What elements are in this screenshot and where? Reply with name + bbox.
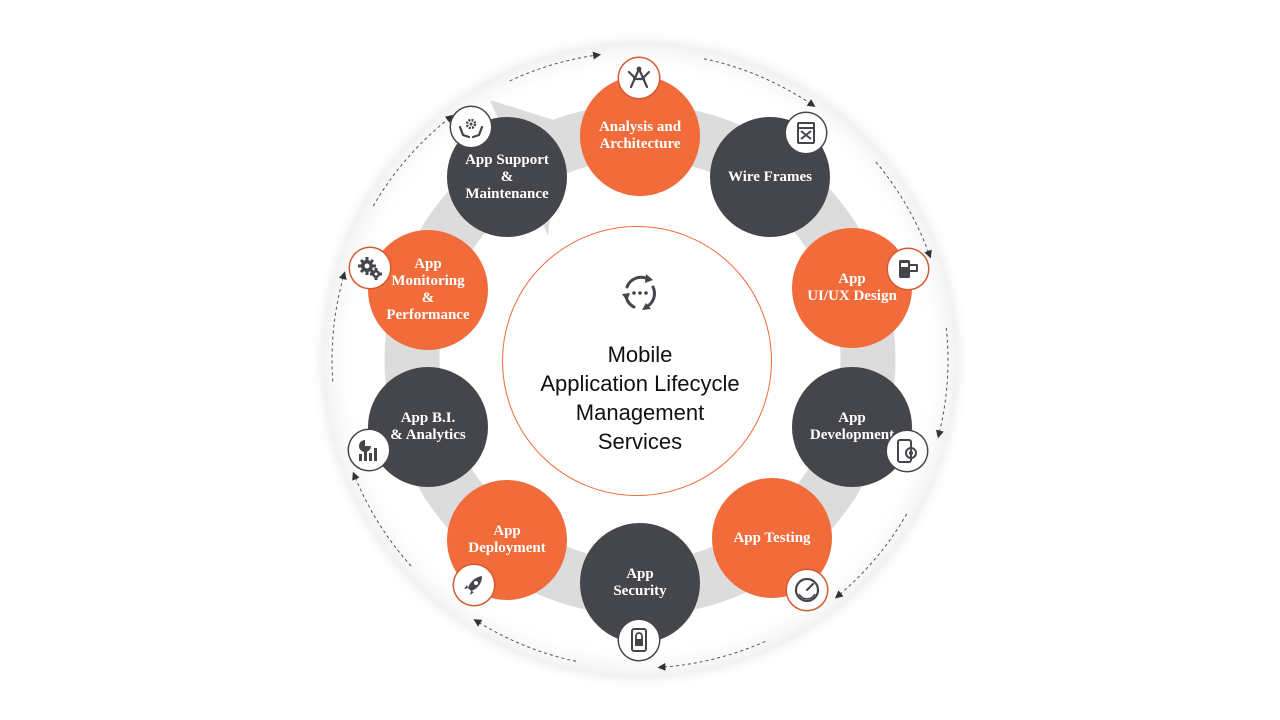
stage-app-development[interactable]: App Development	[792, 367, 912, 487]
stage-label: App B.I. & Analytics	[390, 410, 466, 443]
dashed-flow-arrows	[331, 51, 949, 671]
center-circle	[502, 226, 772, 496]
dashed-arrow	[875, 161, 932, 259]
drafting-compass-icon	[619, 58, 659, 98]
dashed-arrow	[657, 640, 766, 671]
dashed-arrow	[935, 327, 949, 439]
stage-support-maintenance[interactable]: App Support & Maintenance	[447, 117, 567, 237]
stage-bi-analytics[interactable]: App B.I. & Analytics	[368, 367, 488, 487]
stage-label: App Support & Maintenance	[465, 151, 549, 202]
center-title: Mobile Application Lifecycle Management …	[540, 342, 740, 454]
wireframe-icon	[786, 113, 826, 153]
mobile-lock-icon	[619, 620, 659, 660]
stage-monitoring-performance[interactable]: App Monitoring & Performance	[368, 230, 488, 350]
chart-analytics-icon	[349, 430, 389, 470]
stage-label: App Development	[809, 410, 895, 443]
stage-label: Wire Frames	[727, 168, 812, 185]
stage-label: App UI/UX Design	[807, 271, 897, 304]
stage-label: Analysis and Architecture	[598, 119, 682, 152]
rocket-icon	[454, 565, 494, 605]
gears-icon	[350, 248, 390, 288]
stage-label: App Deployment	[468, 523, 546, 556]
ui-ux-devices-icon	[888, 249, 928, 289]
stage-label: App Monitoring & Performance	[386, 256, 470, 323]
stage-ui-ux-design[interactable]: App UI/UX Design	[792, 228, 912, 348]
speedometer-icon	[787, 570, 827, 610]
dashed-arrow	[834, 513, 908, 599]
stage-label: App Security	[613, 566, 667, 599]
mobile-gear-icon	[887, 431, 927, 471]
dashed-arrow	[352, 471, 412, 567]
hands-gear-icon	[451, 107, 491, 147]
dashed-arrow	[509, 51, 602, 82]
cycle-arrows-icon	[622, 274, 656, 310]
stage-label: App Testing	[733, 529, 811, 546]
dashed-arrow	[473, 619, 577, 662]
dashed-arrow	[331, 271, 347, 382]
